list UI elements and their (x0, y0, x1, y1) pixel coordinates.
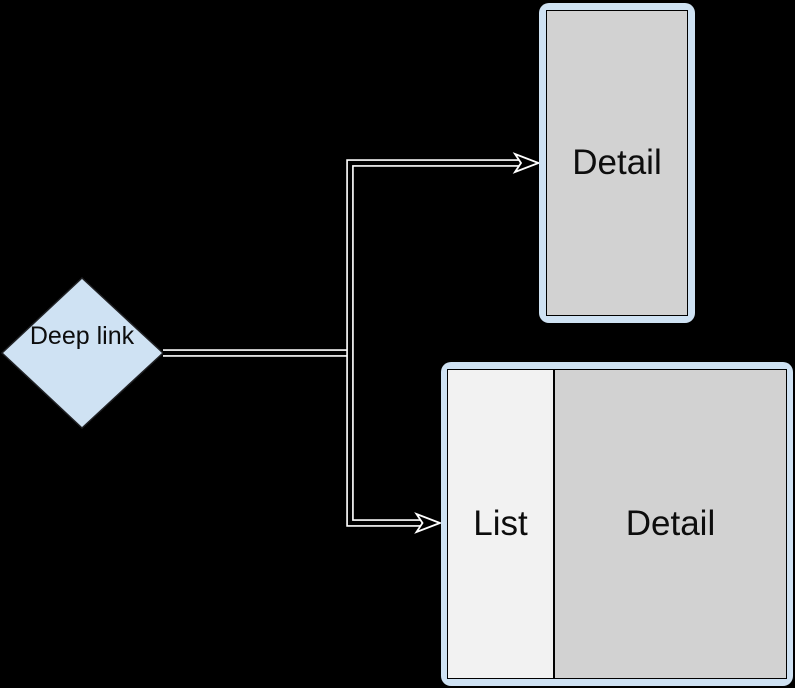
deep-link-node-shape (0, 276, 165, 430)
connector-branch-core (347, 160, 521, 526)
phone-detail-pane: Detail (547, 11, 687, 315)
tablet-detail-pane: Detail (555, 370, 786, 678)
deep-link-label: Deep link (29, 322, 135, 350)
tablet-list-pane: List (448, 370, 555, 678)
arrow-head-to-phone-icon (512, 152, 542, 174)
tablet-frame: List Detail (441, 362, 793, 686)
phone-screen: Detail (546, 10, 688, 316)
tablet-screen: List Detail (447, 369, 787, 679)
arrow-head-to-tablet-icon (414, 512, 443, 534)
phone-frame: Detail (539, 3, 695, 323)
